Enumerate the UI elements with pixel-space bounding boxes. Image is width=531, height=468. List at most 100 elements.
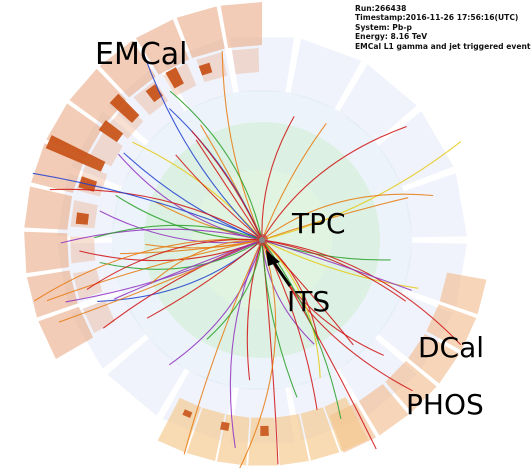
particle-track: [261, 239, 319, 341]
emcal-inner-module: [231, 48, 260, 75]
phos-modules: [157, 397, 369, 466]
event-display: Run:266438 Timestamp:2016-11-26 17:56:16…: [24, 2, 531, 468]
particle-track: [261, 116, 295, 241]
run-number: Run:266438: [355, 4, 407, 13]
phos-module: [275, 414, 309, 466]
its-arrow-shaft: [270, 259, 292, 287]
particle-track: [114, 239, 263, 300]
particle-track: [261, 123, 327, 241]
emcal-inner-module: [133, 80, 169, 116]
particle-track: [183, 239, 263, 455]
emcal-modules: [24, 2, 262, 359]
particle-track: [102, 239, 263, 329]
outer-module: [339, 64, 417, 142]
dcal-module: [408, 334, 460, 384]
emcal-energy-tower: [75, 212, 89, 225]
particle-track: [261, 125, 407, 241]
phos-energy-tower: [182, 409, 193, 419]
emcal-label: EMCal: [95, 37, 188, 72]
outer-module: [378, 293, 454, 370]
its-arrow-head: [266, 250, 280, 266]
particle-track: [261, 141, 462, 241]
emcal-module: [26, 270, 78, 318]
particle-track: [146, 239, 263, 319]
outer-module: [70, 110, 146, 187]
particle-track: [99, 239, 263, 270]
emcal-inner-module: [72, 269, 103, 300]
particle-track: [32, 172, 263, 241]
phos-energy-tower: [220, 421, 230, 432]
particle-track: [142, 51, 263, 241]
emcal-module: [176, 6, 225, 58]
particle-track: [261, 239, 407, 302]
timestamp: Timestamp:2016-11-26 17:56:16(UTC): [355, 13, 519, 23]
emcal-module: [24, 231, 69, 274]
particle-track: [169, 90, 263, 241]
particle-track: [150, 239, 263, 285]
particle-track: [246, 239, 263, 381]
particle-track: [239, 239, 277, 468]
beam-energy: Energy: 8.16 TeV: [355, 32, 428, 42]
collision-system: System: Pb-p: [355, 22, 412, 32]
emcal-energy-tower: [145, 84, 163, 103]
particle-track: [60, 228, 263, 244]
detector-scene: [24, 2, 487, 468]
particle-track: [65, 239, 263, 303]
phos-module: [186, 407, 225, 462]
dcal-label: DCal: [418, 331, 485, 364]
particle-track: [49, 188, 263, 241]
outer-module: [229, 37, 295, 92]
particle-track: [46, 239, 263, 302]
event-info-panel: Run:266438 Timestamp:2016-11-26 17:56:16…: [355, 4, 531, 51]
particle-tracks: [32, 51, 462, 468]
outer-module: [290, 38, 362, 109]
emcal-module: [99, 40, 156, 98]
particle-track: [206, 239, 263, 340]
emcal-module: [38, 306, 94, 359]
particle-track: [261, 239, 298, 398]
outer-module: [378, 110, 454, 187]
particle-track: [94, 224, 263, 241]
dcal-module: [439, 272, 487, 315]
particle-track: [168, 239, 263, 366]
outer-module: [339, 338, 417, 416]
emcal-module: [69, 68, 127, 126]
its-core: [259, 237, 265, 243]
emcal-energy-tower: [198, 62, 213, 76]
particle-track: [195, 139, 263, 241]
particle-track: [175, 154, 263, 241]
phos-label: PHOS: [406, 388, 484, 421]
dcal-module: [426, 304, 477, 351]
particle-track: [221, 51, 263, 241]
emcal-module: [220, 2, 262, 48]
particle-track: [120, 239, 263, 255]
phos-module: [300, 407, 340, 461]
phos-energy-tower: [260, 425, 269, 436]
particle-track: [99, 210, 263, 244]
dcal-module: [385, 360, 437, 413]
particle-track: [261, 239, 419, 289]
emcal-inner-module: [89, 132, 123, 167]
phos-module: [157, 397, 202, 453]
outer-module: [107, 338, 185, 416]
emcal-energy-tower: [109, 93, 140, 123]
particle-track: [261, 193, 434, 241]
emcal-energy-tower: [45, 135, 106, 172]
dcal-module: [358, 384, 409, 436]
tpc-label: TPC: [292, 207, 346, 240]
emcal-module: [135, 19, 189, 75]
particle-track: [261, 239, 321, 378]
emcal-inner-module: [70, 236, 96, 264]
particle-track: [86, 238, 263, 290]
outer-module: [403, 173, 467, 238]
particle-track: [191, 130, 263, 241]
particle-track: [261, 239, 412, 291]
trigger-description: EMCal L1 gamma and jet triggered event: [355, 41, 531, 51]
emcal-energy-tower: [98, 120, 124, 143]
emcal-energy-tower: [165, 67, 184, 89]
outer-module: [107, 64, 185, 142]
particle-track: [261, 239, 462, 345]
particle-track: [261, 197, 409, 241]
emcal-module: [24, 186, 72, 230]
its-label: ITS: [287, 285, 331, 318]
